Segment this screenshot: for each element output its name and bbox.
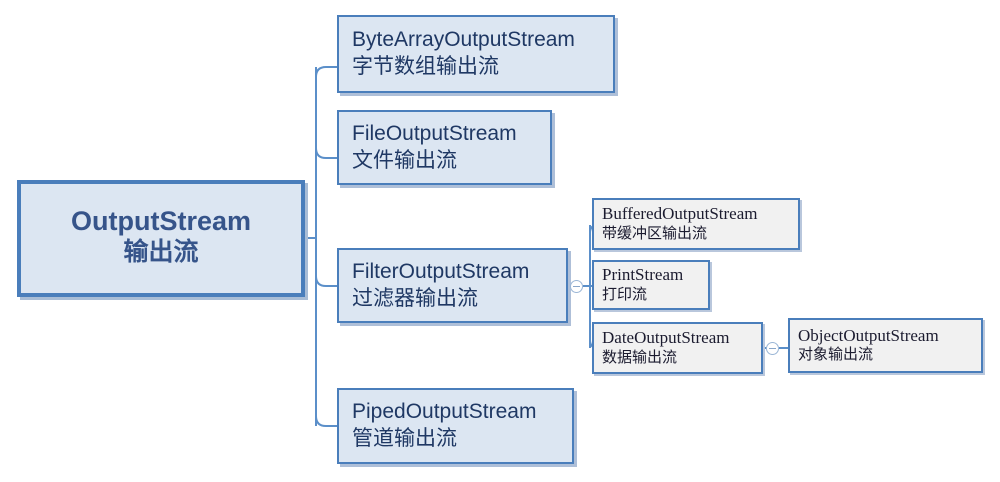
node-dateoutputstream[interactable]: DateOutputStream 数据输出流: [592, 322, 763, 374]
node-outputstream-title: OutputStream: [70, 205, 251, 236]
node-filteroutputstream[interactable]: FilterOutputStream 过滤器输出流: [337, 248, 568, 323]
node-pipedoutputstream-title: PipedOutputStream: [352, 400, 537, 424]
node-outputstream-subtitle: 输出流: [123, 238, 199, 267]
node-pipedoutputstream[interactable]: PipedOutputStream 管道输出流: [337, 388, 574, 464]
node-fileoutputstream-subtitle: 文件输出流: [352, 148, 457, 172]
connector-to-bytearray: [315, 66, 337, 78]
node-bufferedoutputstream-subtitle: 带缓冲区输出流: [602, 224, 708, 242]
collapse-minus-icon-filter[interactable]: [570, 280, 583, 293]
node-pipedoutputstream-subtitle: 管道输出流: [352, 427, 457, 450]
node-dateoutputstream-subtitle: 数据输出流: [602, 348, 678, 366]
node-objectoutputstream[interactable]: ObjectOutputStream 对象输出流: [788, 318, 983, 373]
node-filteroutputstream-subtitle: 过滤器输出流: [352, 286, 478, 310]
node-printstream[interactable]: PrintStream 打印流: [592, 260, 710, 310]
connector-to-filter: [315, 275, 337, 287]
node-bufferedoutputstream-title: BufferedOutputStream: [602, 204, 758, 224]
connector-to-piped: [315, 415, 337, 427]
node-fileoutputstream-title: FileOutputStream: [352, 121, 517, 145]
node-printstream-title: PrintStream: [602, 265, 684, 285]
node-bytearrayoutputstream-title: ByteArrayOutputStream: [352, 28, 575, 52]
node-dateoutputstream-title: DateOutputStream: [602, 328, 730, 348]
node-outputstream[interactable]: OutputStream 输出流: [17, 180, 305, 297]
node-bufferedoutputstream[interactable]: BufferedOutputStream 带缓冲区输出流: [592, 198, 800, 250]
connector-to-file: [315, 147, 337, 159]
node-printstream-subtitle: 打印流: [602, 285, 648, 303]
node-objectoutputstream-subtitle: 对象输出流: [798, 346, 874, 364]
node-filteroutputstream-title: FilterOutputStream: [352, 259, 530, 283]
node-objectoutputstream-title: ObjectOutputStream: [798, 325, 939, 345]
node-bytearrayoutputstream-subtitle: 字节数组输出流: [352, 55, 499, 78]
node-bytearrayoutputstream[interactable]: ByteArrayOutputStream 字节数组输出流: [337, 15, 615, 93]
collapse-minus-icon-date[interactable]: [766, 342, 779, 355]
node-fileoutputstream[interactable]: FileOutputStream 文件输出流: [337, 110, 552, 185]
